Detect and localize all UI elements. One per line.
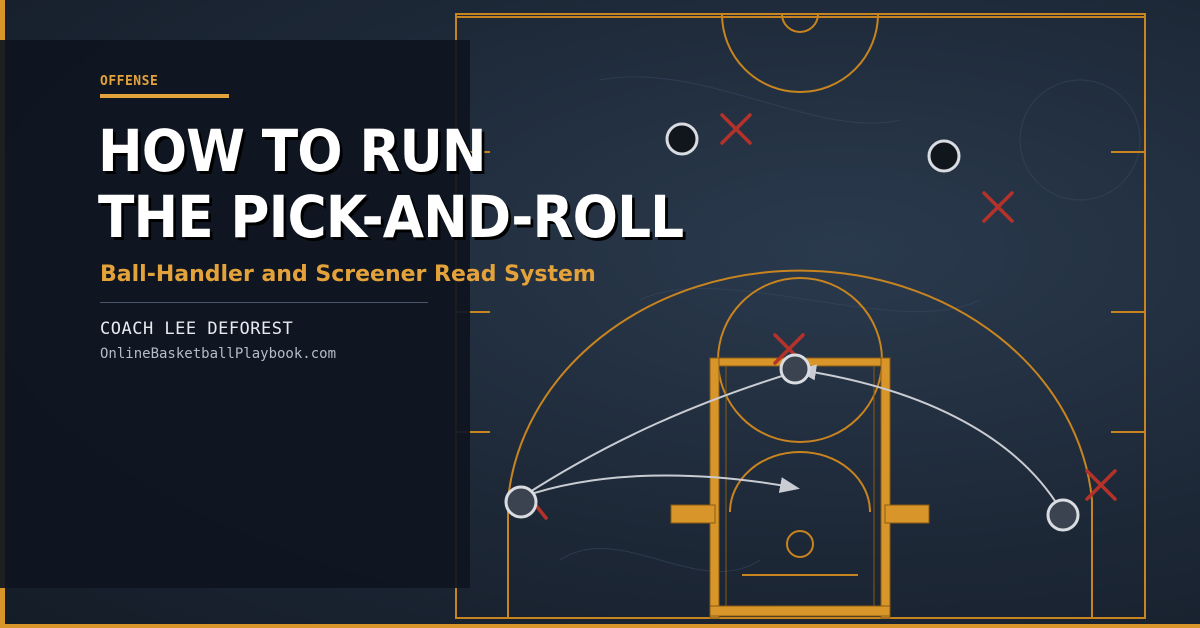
defender-x-icon	[982, 191, 1014, 223]
drive-arrow	[521, 474, 800, 498]
player-circle-icon	[665, 122, 699, 156]
chalk-scribbles	[559, 76, 1141, 572]
cut-arrow	[796, 364, 1063, 513]
offense-players	[504, 122, 1080, 532]
defender-x-icon	[720, 113, 752, 145]
rim	[786, 530, 814, 558]
restricted-arc	[729, 451, 871, 513]
title-panel	[0, 40, 470, 588]
category-label: OFFENSE	[100, 74, 159, 89]
bottom-accent-edge	[0, 624, 1200, 628]
lane-block-right	[884, 504, 930, 524]
lane-block-left	[670, 504, 716, 524]
site-url: OnlineBasketballPlaybook.com	[100, 346, 337, 362]
three-point-line	[507, 269, 1093, 618]
court-boundary	[455, 13, 1146, 619]
player-circle-icon	[927, 139, 961, 173]
center-circle	[721, 13, 879, 93]
defender-x-icon	[1085, 469, 1117, 501]
pass-arrow	[521, 364, 812, 498]
divider	[100, 302, 428, 303]
free-throw-circle	[717, 277, 883, 361]
author-name: COACH LEE DEFOREST	[100, 319, 294, 339]
category-underline	[100, 94, 229, 98]
player-circle-icon	[1046, 498, 1080, 532]
subtitle: Ball-Handler and Screener Read System	[100, 262, 596, 287]
player-circle-icon	[504, 485, 538, 519]
player-circle-icon	[779, 353, 811, 385]
title-line-1: HOW TO RUN	[98, 117, 487, 185]
title-line-2: THE PICK-AND-ROLL	[98, 183, 684, 251]
action-paths	[521, 364, 1063, 513]
page-title: HOW TO RUN THE PICK-AND-ROLL	[98, 117, 684, 251]
lane	[670, 357, 930, 619]
court-lines	[455, 13, 1146, 619]
